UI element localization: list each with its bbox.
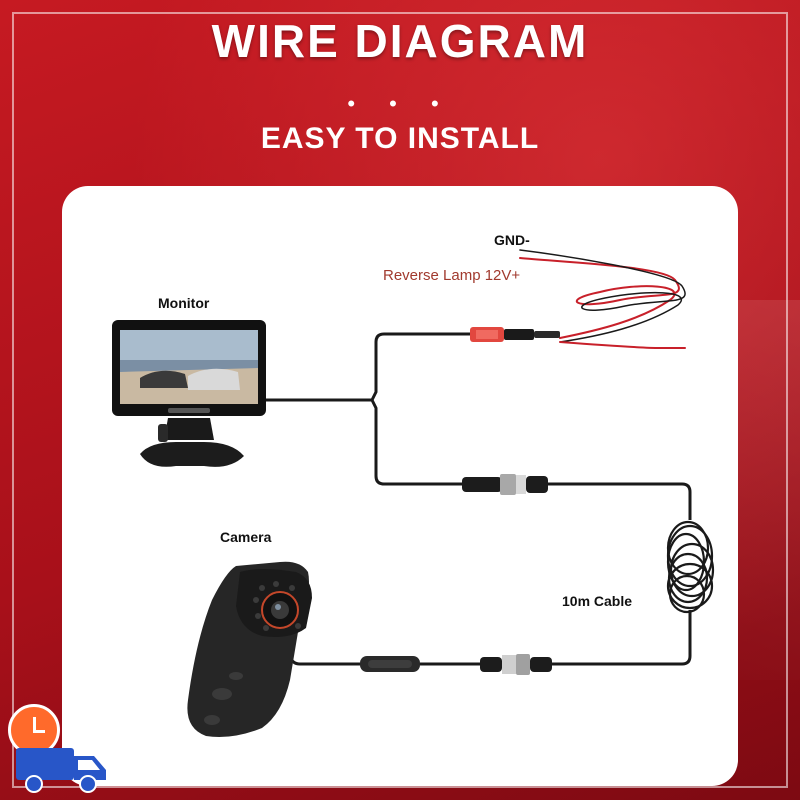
cable-length-label: 10m Cable xyxy=(562,593,633,609)
aviation-connector-bottom xyxy=(480,654,552,675)
video-cables xyxy=(265,332,692,666)
diagram-card xyxy=(62,186,738,786)
page-title: WIRE DIAGRAM xyxy=(211,15,589,67)
power-wires xyxy=(519,249,686,349)
monitor-device xyxy=(112,320,266,467)
page-subtitle: EASY TO INSTALL xyxy=(260,122,540,155)
clock-icon xyxy=(8,704,60,756)
title-dots: • • • xyxy=(347,91,453,116)
monitor-label: Monitor xyxy=(158,295,210,311)
gnd-label: GND- xyxy=(494,232,530,248)
delivery-truck-icon xyxy=(16,748,106,793)
reverse-lamp-label: Reverse Lamp 12V+ xyxy=(383,267,521,284)
power-connector xyxy=(470,327,560,342)
cable-junction xyxy=(360,656,420,672)
aviation-connector-top xyxy=(462,474,548,495)
camera-device xyxy=(187,561,312,737)
camera-label: Camera xyxy=(220,529,272,545)
cable-coil xyxy=(666,520,715,614)
